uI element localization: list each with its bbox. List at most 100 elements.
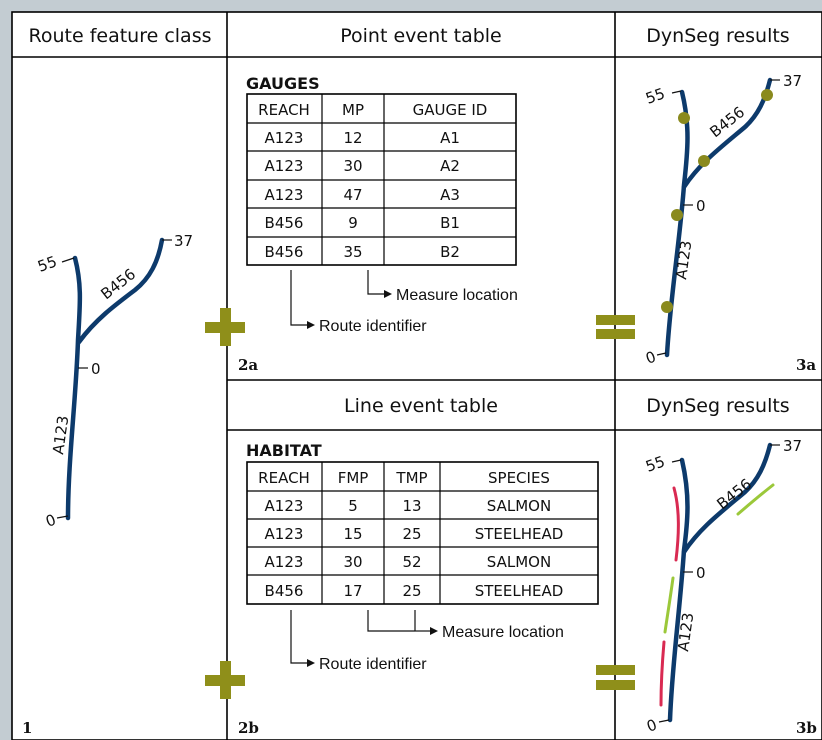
table-cell: 25 (402, 582, 421, 600)
gauges-header-cell: MP (342, 101, 364, 119)
table-cell: A123 (265, 157, 304, 175)
route-identifier-note: Route identifier (319, 656, 427, 673)
panel-number-2a: 2a (238, 356, 258, 374)
a123-label: A123 (49, 415, 72, 456)
table-cell: STEELHEAD (475, 525, 564, 543)
habitat-header-row: REACH FMP TMP SPECIES (258, 469, 550, 487)
route-a123-line (65, 255, 83, 521)
table-cell: SALMON (487, 497, 551, 515)
habitat-header-cell: TMP (395, 469, 427, 487)
salmon-segment (672, 486, 680, 562)
route-panel-title: Route feature class (29, 25, 212, 47)
habitat-header-cell: SPECIES (488, 469, 550, 487)
habitat-callouts: Measure location Route identifier (290, 610, 564, 673)
b-end-measure: 37 (783, 72, 802, 90)
arrow-right-icon (307, 321, 315, 329)
measure-location-note: Measure location (442, 624, 564, 641)
route-b456-line (681, 442, 773, 555)
equals-icon (596, 315, 635, 339)
table-row: A123 30 52 SALMON (265, 553, 552, 571)
habitat-table: REACH FMP TMP SPECIES A123 5 13 SALMON A… (246, 461, 599, 605)
table-cell: A2 (440, 157, 460, 175)
gauges-header-row: REACH MP GAUGE ID (258, 101, 487, 119)
gauge-point-b2 (761, 89, 773, 101)
gauge-point-a2 (671, 209, 683, 221)
table-cell: 13 (402, 497, 421, 515)
table-cell: 30 (343, 553, 362, 571)
b-end-measure: 37 (174, 232, 193, 250)
b-end-measure: 37 (783, 437, 802, 455)
gauges-header-cell: GAUGE ID (413, 101, 488, 119)
arrow-right-icon (430, 627, 438, 635)
panel-number-3b: 3b (796, 719, 817, 737)
a-end-measure: 55 (643, 84, 667, 107)
steelhead-segment (663, 576, 675, 634)
salmon-segment (659, 640, 666, 707)
line-panel-title: Line event table (344, 395, 498, 417)
plus-icon (205, 661, 245, 699)
table-row: A123 47 A3 (265, 186, 460, 204)
equals-icon (596, 665, 635, 690)
measure-location-note: Measure location (396, 287, 518, 304)
table-cell: B1 (440, 214, 460, 232)
table-row: B456 17 25 STEELHEAD (265, 582, 564, 600)
table-cell: B456 (265, 243, 304, 261)
plus-icon (205, 308, 245, 346)
table-cell: 5 (348, 497, 358, 515)
table-cell: B456 (265, 582, 304, 600)
arrow-right-icon (307, 659, 315, 667)
junction-measure: 0 (696, 564, 706, 582)
gauges-header-cell: REACH (258, 101, 310, 119)
steelhead-segment (736, 483, 775, 516)
gauges-table-title: GAUGES (246, 74, 320, 93)
route-b456-line (76, 237, 165, 345)
table-cell: 9 (348, 214, 358, 232)
table-cell: 35 (343, 243, 362, 261)
dynseg-a-title: DynSeg results (646, 25, 789, 47)
habitat-header-cell: REACH (258, 469, 310, 487)
table-cell: SALMON (487, 553, 551, 571)
habitat-table-title: HABITAT (246, 441, 322, 460)
gauge-point-b1 (698, 155, 710, 167)
table-cell: A123 (265, 525, 304, 543)
junction-measure: 0 (696, 197, 706, 215)
gauge-point-a3 (678, 112, 690, 124)
gauge-point-a1 (661, 301, 673, 313)
route-a123-line (667, 457, 690, 723)
route-identifier-note: Route identifier (319, 318, 427, 335)
a123-label: A123 (674, 612, 697, 653)
panel-number-2b: 2b (238, 719, 259, 737)
table-cell: 47 (343, 186, 362, 204)
table-row: A123 15 25 STEELHEAD (265, 525, 564, 543)
arrow-right-icon (384, 290, 392, 298)
a123-label: A123 (672, 240, 695, 281)
panel-number-1: 1 (22, 719, 32, 737)
table-cell: A123 (265, 186, 304, 204)
table-cell: 30 (343, 157, 362, 175)
table-cell: A123 (265, 553, 304, 571)
table-cell: 12 (343, 129, 362, 147)
habitat-header-cell: FMP (338, 469, 369, 487)
table-cell: A123 (265, 129, 304, 147)
junction-measure: 0 (91, 360, 101, 378)
dynseg-b-title: DynSeg results (646, 395, 789, 417)
table-cell: STEELHEAD (475, 582, 564, 600)
a-end-measure: 55 (643, 452, 667, 475)
table-cell: 52 (402, 553, 421, 571)
table-row: A123 30 A2 (265, 157, 460, 175)
dynseg-lines-map: 55 37 0 0 A123 B456 (643, 437, 802, 736)
table-cell: B456 (265, 214, 304, 232)
table-cell: 15 (343, 525, 362, 543)
gauges-callouts: Measure location Route identifier (290, 270, 518, 335)
table-cell: 17 (343, 582, 362, 600)
table-cell: A3 (440, 186, 460, 204)
table-row: B456 9 B1 (265, 214, 460, 232)
table-cell: 25 (402, 525, 421, 543)
table-row: A123 5 13 SALMON (265, 497, 552, 515)
table-row: B456 35 B2 (265, 243, 460, 261)
a-end-measure: 55 (35, 252, 59, 275)
gauges-table: REACH MP GAUGE ID A123 12 A1 A123 30 A2 … (246, 93, 517, 266)
panel-number-3a: 3a (796, 356, 816, 374)
table-cell: A1 (440, 129, 460, 147)
